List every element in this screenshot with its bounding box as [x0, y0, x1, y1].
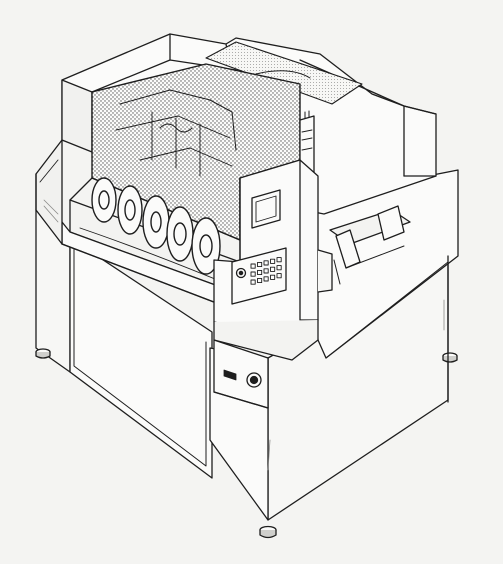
control-button: [250, 263, 256, 269]
shadow-strokes: [43, 199, 445, 471]
control-button: [263, 276, 269, 282]
lower-panel: [213, 339, 269, 409]
right-feet: [259, 352, 458, 539]
control-button: [270, 258, 276, 264]
control-button: [257, 269, 263, 276]
control-button: [257, 261, 263, 268]
control-button: [276, 273, 282, 279]
control-panel: [231, 247, 287, 305]
control-button: [250, 279, 256, 285]
control-button: [270, 266, 276, 272]
control-button: [250, 271, 256, 277]
reels: [91, 177, 221, 275]
left-feet: [35, 348, 51, 359]
control-button: [276, 265, 282, 271]
right-tray: [317, 205, 411, 293]
control-button: [263, 268, 269, 274]
control-button: [276, 257, 282, 263]
control-button: [263, 260, 269, 266]
control-button: [270, 274, 276, 280]
indicator-window: [251, 189, 281, 229]
left-pedestal: [35, 209, 213, 479]
control-button: [257, 277, 263, 284]
left-side-panel: [35, 139, 63, 245]
